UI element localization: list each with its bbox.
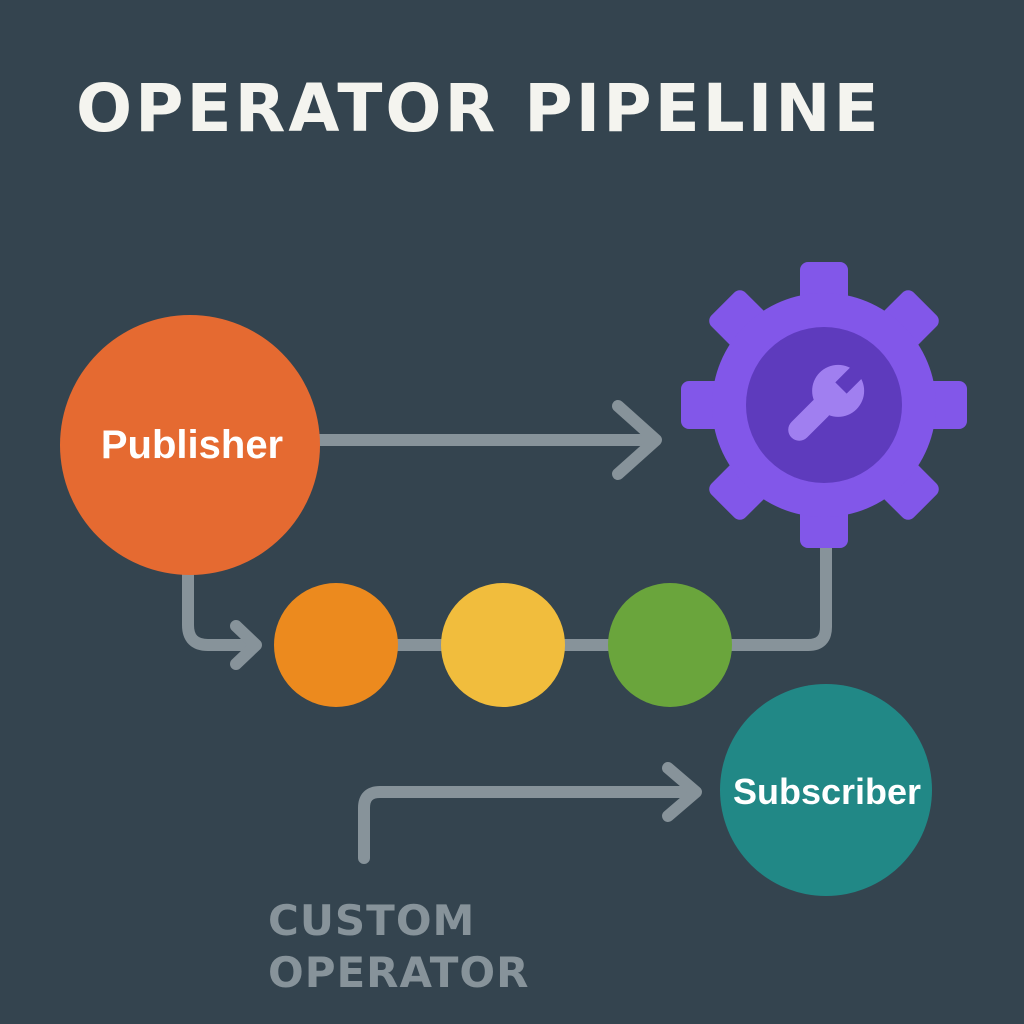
- custom-operator-line-1: CUSTOM: [268, 896, 476, 945]
- operator-gear[interactable]: [681, 262, 967, 548]
- stages-to-operator-connector: [724, 539, 832, 651]
- custom-operator-label: CUSTOM OPERATOR: [268, 895, 529, 999]
- publisher-to-operator-arrowhead: [612, 400, 662, 480]
- subscriber-label: Subscriber: [733, 771, 921, 812]
- wrench-icon: [788, 361, 868, 441]
- stage-dot-orange[interactable]: [274, 583, 398, 707]
- publisher-to-stages-connector: [182, 569, 254, 651]
- stage-dot-yellow[interactable]: [441, 583, 565, 707]
- publisher-circle: [60, 315, 320, 575]
- custom-to-subscriber-connector: [358, 786, 701, 864]
- custom-operator-line-2: OPERATOR: [268, 948, 530, 997]
- subscriber-circle: [720, 684, 932, 896]
- custom-to-subscriber-arrowhead: [662, 762, 702, 822]
- publisher-node[interactable]: Publisher: [60, 315, 320, 575]
- page-title: OPERATOR PIPELINE: [76, 70, 882, 147]
- stage-dot-green[interactable]: [608, 583, 732, 707]
- publisher-label: Publisher: [101, 423, 283, 467]
- publisher-to-stages-arrowhead: [230, 620, 262, 670]
- subscriber-node[interactable]: Subscriber: [720, 684, 932, 896]
